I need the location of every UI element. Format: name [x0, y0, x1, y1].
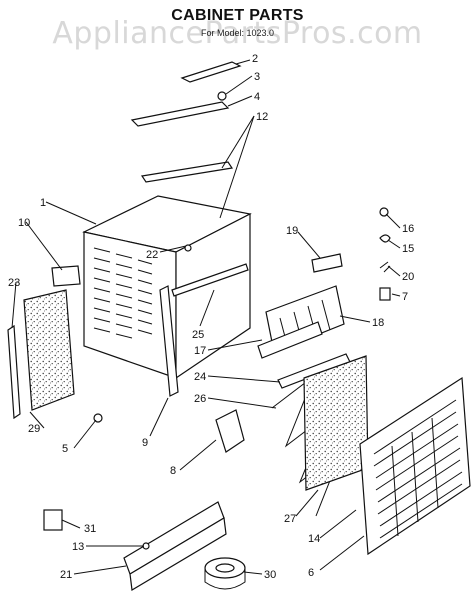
label-part-17: 17	[194, 345, 206, 357]
cabinet-louvers	[93, 247, 153, 339]
part-top-rail	[180, 61, 242, 83]
part-7	[379, 287, 391, 301]
part-tape-roll-30-inner	[215, 563, 235, 573]
part-rail-25	[171, 263, 249, 297]
label-part-18: 18	[372, 317, 384, 329]
label-part-4: 4	[254, 91, 260, 103]
part-block-31	[43, 509, 63, 531]
part-clip-19	[311, 253, 343, 273]
part-tape-roll-30-side	[204, 568, 246, 590]
label-part-22: 22	[146, 249, 158, 261]
label-part-5: 5	[62, 443, 68, 455]
part-foam-strip-10	[51, 265, 81, 287]
part-long-rail-b	[140, 161, 234, 183]
part-15	[379, 234, 391, 243]
part-base-17	[257, 321, 323, 359]
left-filter-panel	[23, 289, 75, 411]
leader-lines	[11, 59, 401, 575]
label-part-29: 29	[28, 423, 40, 435]
label-part-16: 16	[402, 223, 414, 235]
label-part-27: 27	[284, 513, 296, 525]
part-bracket-8	[215, 409, 245, 453]
part-channel-21-side	[129, 517, 227, 591]
label-part-23: 23	[8, 277, 20, 289]
label-part-6: 6	[308, 567, 314, 579]
label-part-15: 15	[402, 243, 414, 255]
watermark: AppliancePartsPros.com	[52, 16, 423, 51]
label-part-7: 7	[402, 291, 408, 303]
label-part-30: 30	[264, 569, 276, 581]
part-plug-22	[184, 244, 192, 252]
label-part-21: 21	[60, 569, 72, 581]
label-part-14: 14	[308, 533, 320, 545]
label-part-3: 3	[254, 71, 260, 83]
part-screw-3	[217, 91, 227, 101]
cabinet-side	[175, 213, 251, 380]
label-part-8: 8	[170, 465, 176, 477]
grille-louvers	[373, 399, 463, 539]
middle-filter-panel	[303, 355, 369, 491]
label-part-24: 24	[194, 371, 206, 383]
part-side-bar-23	[7, 324, 21, 420]
label-part-10: 10	[18, 217, 30, 229]
label-part-31: 31	[84, 523, 96, 535]
bracket-slots	[279, 299, 331, 349]
label-part-25: 25	[192, 329, 204, 341]
part-vertical-rail-9	[159, 285, 179, 397]
diagram-title: CABINET PARTS	[171, 7, 304, 24]
label-part-20: 20	[402, 271, 414, 283]
label-part-2: 2	[252, 53, 258, 65]
label-part-9: 9	[142, 437, 148, 449]
label-part-26: 26	[194, 393, 206, 405]
label-part-12: 12	[256, 111, 268, 123]
part-long-rail-a	[130, 101, 230, 127]
label-part-19: 19	[286, 225, 298, 237]
label-part-1: 1	[40, 197, 46, 209]
diagram-subtitle: For Model: 1023.0	[200, 28, 275, 38]
part-front-grille-6	[359, 376, 471, 556]
label-part-13: 13	[72, 541, 84, 553]
